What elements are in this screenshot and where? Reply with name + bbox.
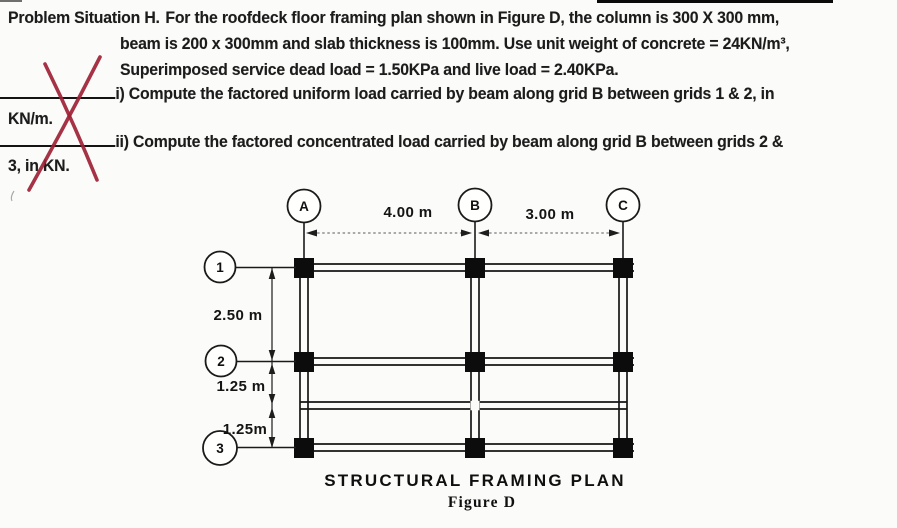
grid-label-3: 3 — [216, 441, 224, 456]
dim-label-1-2: 2.50 m — [213, 307, 262, 324]
column-b2 — [465, 352, 485, 372]
question-i-text: i) Compute the factored uniform load car… — [115, 84, 775, 103]
dim-label-b-c: 3.00 m — [525, 206, 574, 223]
red-x-mark — [27, 55, 102, 192]
dimension-line-b-c — [478, 229, 620, 237]
grid-bubble-c: C — [605, 187, 641, 223]
column-a2 — [294, 352, 314, 372]
question-ii-text: ii) Compute the factored concentrated lo… — [115, 132, 784, 151]
beam-grid-1 — [294, 263, 634, 272]
problem-title: Problem Situation H. — [8, 8, 160, 27]
question-ii-line: ii) Compute the factored concentrated lo… — [0, 131, 783, 152]
column-b1 — [465, 258, 485, 278]
problem-line-2: beam is 200 x 300mm and slab thickness i… — [120, 34, 790, 53]
column-c3 — [613, 438, 633, 458]
dimension-line-a-b — [306, 229, 472, 237]
dim-label-a-b: 4.00 m — [383, 204, 432, 221]
figure-number: Figure D — [448, 494, 516, 511]
grid-bubble-2: 2 — [204, 344, 238, 378]
answer-blank-i — [0, 83, 116, 99]
column-a3 — [294, 438, 314, 458]
problem-line-3: Superimposed service dead load = 1.50KPa… — [120, 60, 619, 79]
problem-line-1: Problem Situation H. For the roofdeck flo… — [8, 7, 779, 28]
grid-bubble-3: 3 — [202, 430, 238, 466]
grid-label-a: A — [299, 199, 309, 214]
dim-label-mid-3: 1.25m — [223, 421, 268, 438]
grid-label-2: 2 — [217, 354, 225, 369]
red-x-stroke-2 — [27, 55, 102, 192]
red-x-stroke-1 — [43, 62, 99, 182]
column-c2 — [613, 352, 633, 372]
grid-label-c: C — [618, 198, 628, 213]
column-c1 — [613, 258, 633, 278]
question-i-unit: KN/m. — [8, 109, 53, 128]
scan-edge-artifact — [597, 0, 833, 3]
answer-blank-ii — [0, 131, 116, 147]
beam-grid-3 — [294, 443, 634, 452]
dimension-line-rows — [268, 268, 276, 448]
figure-caption: STRUCTURAL FRAMING PLAN — [324, 471, 626, 490]
question-i-line: i) Compute the factored uniform load car… — [0, 83, 774, 104]
column-b3 — [465, 438, 485, 458]
stray-pen-mark — [10, 190, 15, 202]
grid-bubble-1: 1 — [203, 250, 237, 284]
grid-bubble-b: B — [457, 187, 493, 223]
grid-bubble-a: A — [286, 188, 322, 224]
grid-label-b: B — [470, 198, 480, 213]
question-ii-unit: 3, in KN. — [8, 156, 70, 175]
beam-crossing-gap — [470, 400, 480, 411]
beam-intermediate — [300, 401, 627, 410]
problem-line-1-text: For the roofdeck floor framing plan show… — [165, 8, 780, 27]
beam-grid-2 — [294, 357, 634, 366]
dim-label-2-mid: 1.25 m — [216, 378, 265, 395]
columns — [294, 258, 633, 458]
grid-label-1: 1 — [216, 260, 224, 275]
scan-edge-artifact-left — [0, 0, 22, 2]
column-a1 — [294, 258, 314, 278]
